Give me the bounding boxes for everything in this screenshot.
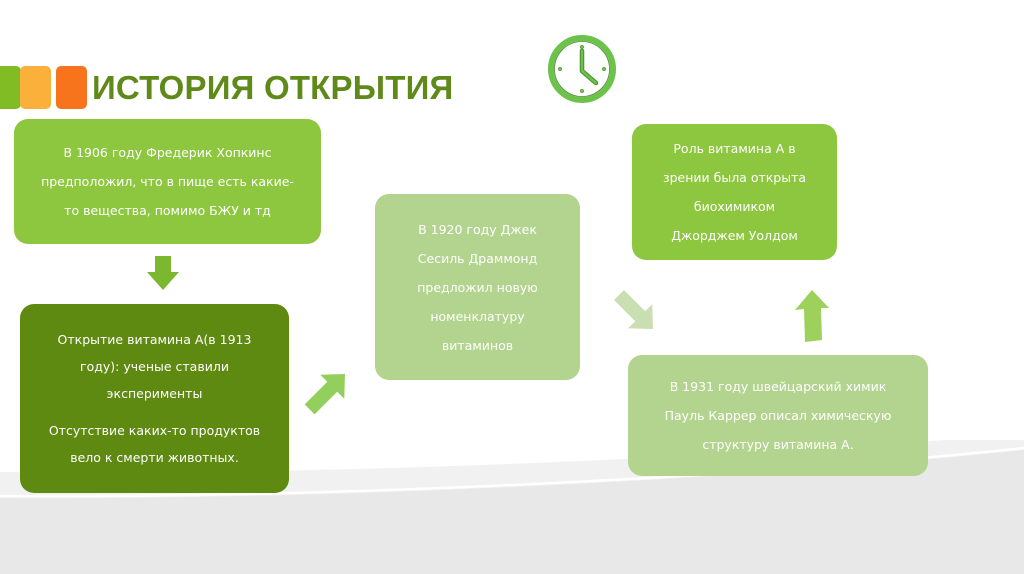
card-text-line: году): ученые ставили: [80, 359, 229, 374]
timeline-card-hopkins-1906: В 1906 году Фредерик Хопкинс предположил…: [14, 119, 321, 244]
card-text-line: то вещества, помимо БЖУ и тд: [64, 203, 271, 218]
card-text-line: предложил новую: [417, 279, 538, 295]
timeline-card-karrer-1931: В 1931 году швейцарский химик Пауль Карр…: [628, 355, 928, 476]
card-text-line: структуру витамина А.: [702, 437, 854, 452]
card-text-line: Отсутствие каких-то продуктов: [48, 423, 261, 438]
card-text-line: Роль витамина А в: [673, 141, 796, 156]
card-text-line: витаминов: [441, 337, 514, 353]
card-text-line: эксперименты: [106, 386, 203, 401]
timeline-card-drummond-1920: В 1920 году Джек Сесиль Драммонд предлож…: [375, 194, 580, 380]
arrow-up-right-icon: [304, 374, 345, 415]
card-text-line: В 1906 году Фредерик Хопкинс: [63, 145, 272, 160]
card-text-line: номенклатуру: [430, 308, 525, 324]
card-text-line: биохимиком: [693, 199, 776, 214]
accent-square-orange: [20, 66, 51, 109]
accent-square-red-orange: [56, 66, 87, 109]
timeline-card-vitamin-a-1913: Открытие витамина А(в 1913 году): ученые…: [20, 304, 289, 493]
card-text-line: предположил, что в пище есть какие-: [41, 174, 294, 189]
card-text-line: Открытие витамина А(в 1913: [57, 332, 252, 347]
card-text-line: Пауль Каррер описал химическую: [664, 408, 892, 423]
arrow-down-icon: [147, 256, 179, 290]
card-text-line: В 1931 году швейцарский химик: [669, 379, 887, 394]
arrow-down-right-icon: [614, 290, 653, 329]
card-text-line: Сесиль Драммонд: [417, 250, 538, 266]
card-text-line: Джорджем Уолдом: [671, 228, 798, 243]
accent-square-green: [0, 66, 21, 109]
card-text-line: зрении была открыта: [662, 170, 807, 185]
arrow-up-icon: [795, 290, 829, 342]
timeline-card-wald: Роль витамина А в зрении была открыта би…: [632, 124, 837, 260]
card-text-line: вело к смерти животных.: [70, 450, 239, 465]
card-text-line: В 1920 году Джек: [418, 221, 537, 237]
clock-icon: [548, 35, 616, 103]
slide-title: ИСТОРИЯ ОТКРЫТИЯ: [92, 69, 454, 106]
